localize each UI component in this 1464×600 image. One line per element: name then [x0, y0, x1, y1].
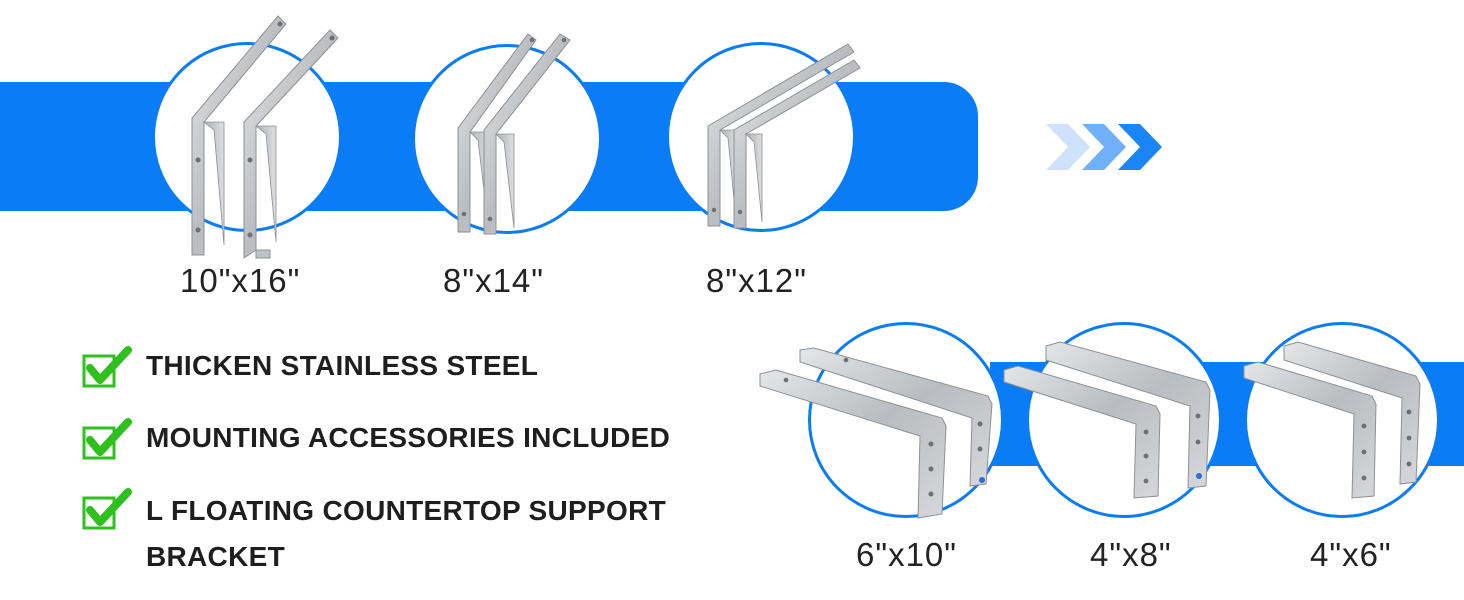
bracket-image-8x12 [707, 43, 861, 229]
feature-item: L FLOATING COUNTERTOP SUPPORT BRACKET [82, 488, 746, 580]
bracket-image-6x10 [759, 347, 993, 519]
checkbox-check-icon [82, 346, 132, 388]
triple-chevron-right-icon [1046, 124, 1162, 170]
feature-item: THICKEN STAINLESS STEEL [82, 346, 538, 390]
size-label-10x16: 10"x16" [180, 262, 301, 299]
bracket-image-4x8 [1003, 341, 1211, 499]
size-label-4x8: 4"x8" [1090, 536, 1172, 573]
bracket-image-8x14 [457, 33, 571, 235]
size-label-4x6: 4"x6" [1310, 536, 1392, 573]
size-label-8x12: 8"x12" [706, 262, 807, 299]
checkbox-check-icon [82, 488, 132, 530]
feature-text: THICKEN STAINLESS STEEL [146, 350, 539, 381]
checkbox-check-icon [82, 418, 132, 460]
feature-text: L FLOATING COUNTERTOP SUPPORT BRACKET [146, 495, 666, 572]
feature-text: MOUNTING ACCESSORIES INCLUDED [146, 422, 671, 453]
feature-item: MOUNTING ACCESSORIES INCLUDED [82, 418, 670, 462]
size-label-6x10: 6"x10" [856, 536, 957, 573]
bracket-image-10x16 [191, 15, 339, 259]
bracket-image-4x6 [1243, 341, 1421, 499]
size-label-8x14: 8"x14" [443, 262, 544, 299]
